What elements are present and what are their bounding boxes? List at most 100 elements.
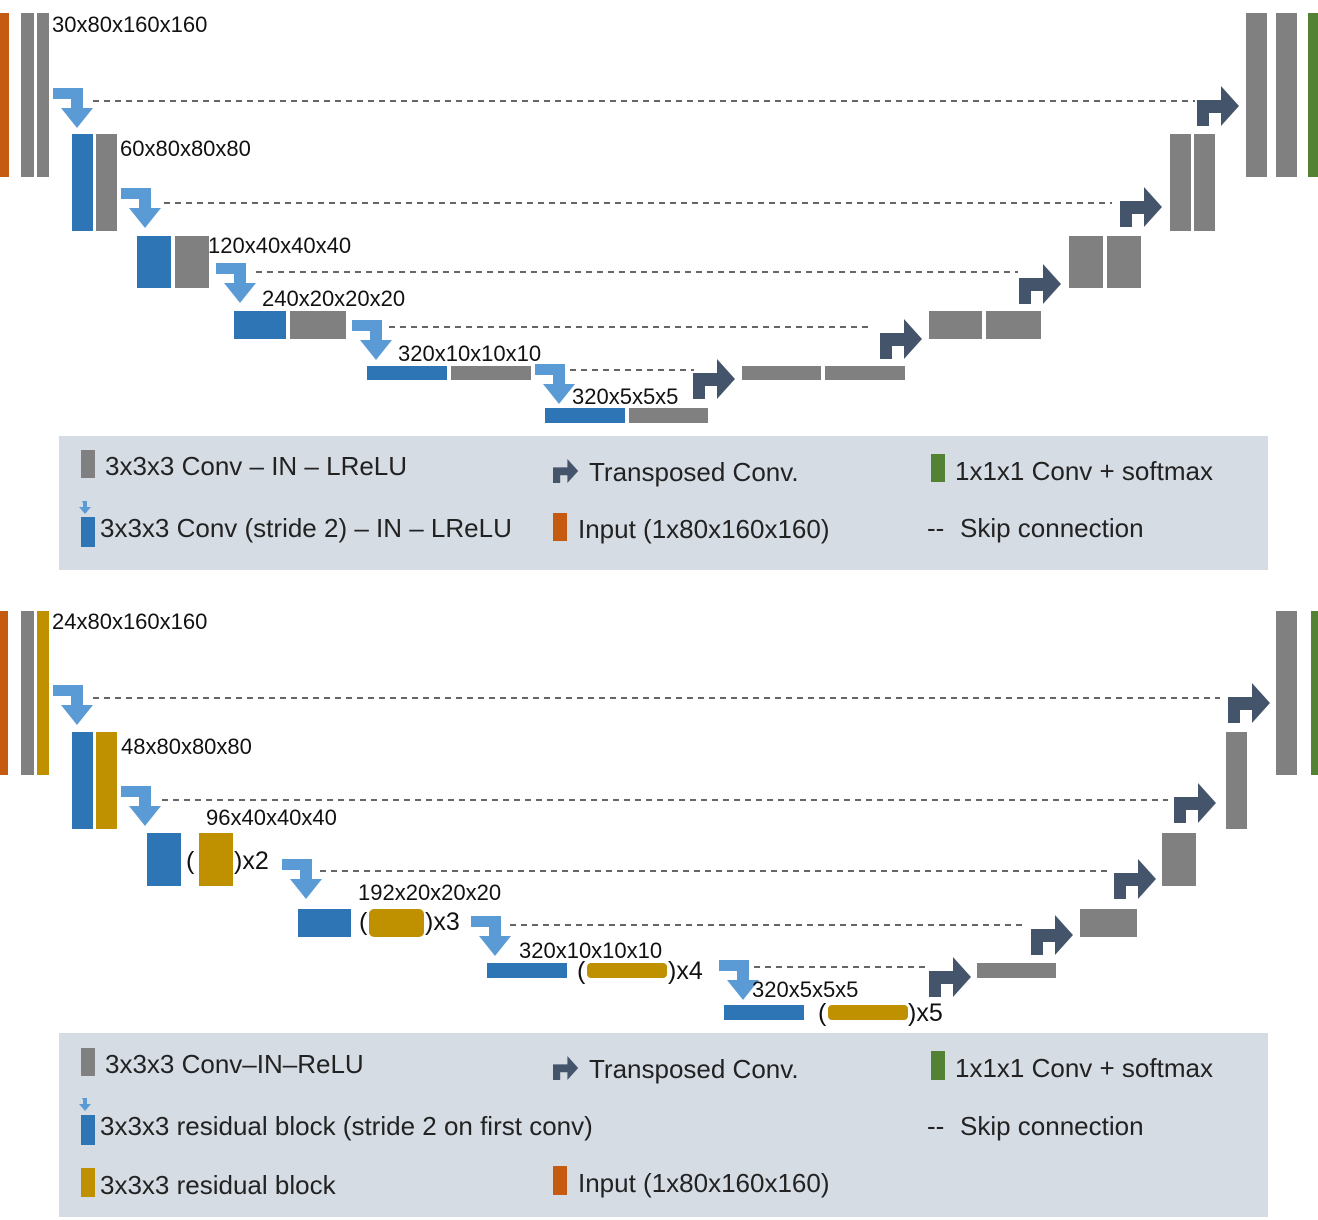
stride-down-arrow — [352, 320, 392, 360]
residual-block — [587, 963, 667, 978]
stride-down-arrow — [282, 859, 322, 899]
transposed-conv-arrow — [1197, 86, 1239, 126]
legend-conv-label: 3x3x3 Conv – IN – LReLU — [105, 451, 407, 481]
shape-label-l0: 30x80x160x160 — [52, 12, 207, 37]
repeat-open-paren: ( — [186, 847, 195, 875]
conv-block — [1080, 909, 1137, 937]
stride-down-arrow — [471, 916, 511, 956]
repeat-count-l2: )x2 — [234, 847, 269, 875]
shape-label-l3: 192x20x20x20 — [358, 880, 501, 905]
conv-block — [1226, 732, 1247, 829]
repeat-open-paren: ( — [818, 999, 827, 1027]
conv-block — [451, 366, 531, 380]
transposed-conv-arrow — [1120, 187, 1162, 227]
stride-conv-block — [72, 134, 93, 231]
repeat-count-l5: )x5 — [908, 999, 943, 1027]
residual-block — [199, 833, 233, 886]
bottom-skip-connections — [93, 697, 1220, 968]
legend-residual-swatch — [81, 1168, 95, 1197]
output-softmax-block — [1308, 13, 1318, 177]
stride-residual-block — [147, 833, 181, 886]
legend-background — [59, 1033, 1268, 1217]
legend-skip-marker: -- — [927, 1111, 944, 1141]
residual-block — [96, 732, 117, 829]
input-block — [0, 611, 8, 775]
conv-block — [175, 236, 209, 288]
shape-label-l1: 60x80x80x80 — [120, 136, 251, 161]
shape-label-l2: 120x40x40x40 — [208, 233, 351, 258]
shape-label-l5: 320x5x5x5 — [752, 977, 858, 1002]
legend-skip-label: Skip connection — [960, 1111, 1144, 1141]
conv-block — [290, 311, 346, 339]
output-softmax-block — [1311, 611, 1318, 775]
stride-down-arrow — [121, 188, 161, 228]
stride-residual-block — [298, 909, 351, 937]
repeat-open-paren: ( — [359, 908, 368, 936]
legend-skip-marker: -- — [927, 513, 944, 543]
top-skip-connections — [93, 100, 1195, 371]
stride-residual-block — [72, 732, 93, 829]
shape-label-l0: 24x80x160x160 — [52, 609, 207, 634]
stride-conv-block — [137, 236, 171, 288]
legend-stride-arrow-icon — [79, 1098, 91, 1111]
legend-stride-arrow-icon — [79, 501, 91, 514]
conv-block — [1162, 833, 1196, 886]
residual-block — [37, 611, 49, 775]
conv-block — [1276, 13, 1297, 177]
legend-input-swatch — [553, 513, 567, 541]
legend-stride-swatch — [81, 517, 95, 547]
repeat-count-l4: )x4 — [668, 957, 703, 985]
legend-stride-label: 3x3x3 Conv (stride 2) – IN – LReLU — [100, 513, 512, 543]
transposed-conv-arrow — [693, 359, 735, 399]
legend-background — [59, 436, 1268, 570]
transposed-conv-arrow — [1031, 915, 1073, 955]
legend-transposed-label: Transposed Conv. — [589, 457, 799, 487]
transposed-conv-arrow — [880, 319, 922, 359]
legend-conv-swatch — [81, 1048, 95, 1076]
legend-output-label: 1x1x1 Conv + softmax — [955, 1053, 1213, 1083]
conv-block — [1170, 134, 1191, 231]
legend-transposed-label: Transposed Conv. — [589, 1054, 799, 1084]
conv-block — [1107, 236, 1141, 288]
legend-skip-label: Skip connection — [960, 513, 1144, 543]
stride-conv-block — [234, 311, 286, 339]
repeat-count-l3: )x3 — [425, 908, 460, 936]
legend-residual-label: 3x3x3 residual block — [100, 1170, 337, 1200]
conv-block — [1069, 236, 1103, 288]
legend-conv-label: 3x3x3 Conv–IN–ReLU — [105, 1049, 364, 1079]
conv-block — [1246, 13, 1267, 177]
transposed-conv-arrow — [1114, 859, 1156, 899]
conv-block — [986, 311, 1041, 339]
stride-down-arrow — [53, 88, 93, 128]
shape-label-l4: 320x10x10x10 — [398, 341, 541, 366]
conv-block — [1276, 611, 1297, 775]
shape-label-l3: 240x20x20x20 — [262, 286, 405, 311]
legend-output-swatch — [931, 454, 945, 482]
conv-block — [96, 134, 117, 231]
stride-residual-block — [487, 963, 567, 978]
residual-block — [828, 1005, 908, 1020]
stride-down-arrow — [216, 263, 256, 303]
legend-input-swatch — [553, 1166, 567, 1195]
conv-block — [742, 366, 821, 380]
conv-block — [21, 13, 34, 177]
stride-conv-block — [367, 366, 447, 380]
conv-block — [929, 311, 982, 339]
shape-label-l4: 320x10x10x10 — [519, 938, 662, 963]
legend-input-label: Input (1x80x160x160) — [578, 1168, 830, 1198]
conv-block — [977, 963, 1056, 978]
residual-block — [369, 909, 424, 937]
stride-conv-block — [545, 408, 625, 423]
conv-block — [1194, 134, 1215, 231]
shape-label-l5: 320x5x5x5 — [572, 384, 678, 409]
legend-input-label: Input (1x80x160x160) — [578, 514, 830, 544]
transposed-conv-arrow — [1228, 683, 1270, 723]
transposed-conv-arrow — [1174, 783, 1216, 823]
input-block — [0, 13, 9, 177]
legend-conv-swatch — [81, 450, 95, 478]
stride-down-arrow — [121, 786, 161, 826]
transposed-conv-arrow — [929, 957, 971, 997]
conv-block — [629, 408, 708, 423]
conv-block — [37, 13, 49, 177]
